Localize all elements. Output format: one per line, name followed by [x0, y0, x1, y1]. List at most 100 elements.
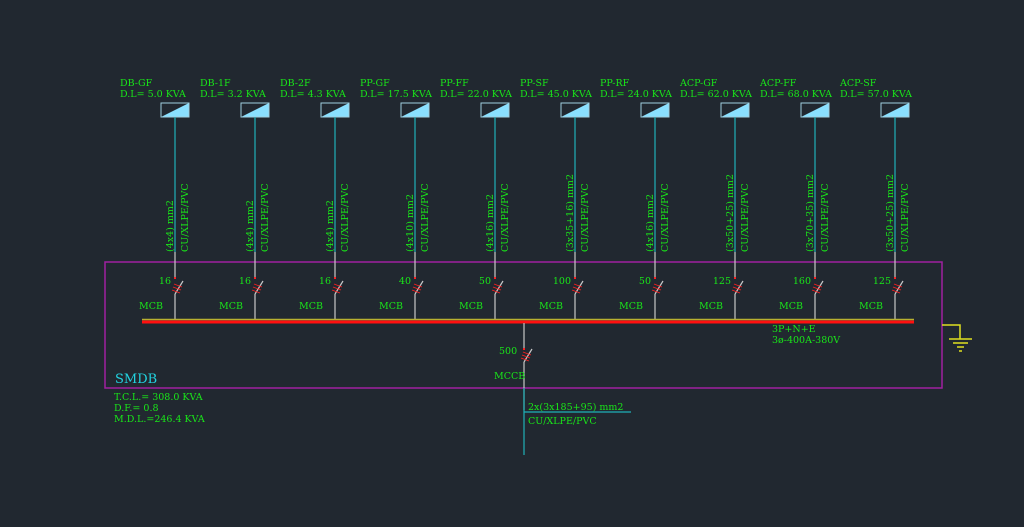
- breaker-type: MCB: [139, 301, 163, 312]
- cable-type: CU/XLPE/PVC: [260, 183, 271, 252]
- breaker-rating: 40: [399, 276, 411, 287]
- breaker-hash-icon: [171, 283, 183, 294]
- breaker-contact-icon: [894, 280, 904, 295]
- cable-size: (3x50+25) mm2: [885, 174, 896, 252]
- feeder-load: D.L= 5.0 KVA: [120, 89, 186, 100]
- feeder-load: D.L= 24.0 KVA: [600, 89, 672, 100]
- feeder-name: DB-GF: [120, 78, 153, 89]
- breaker-contact-icon: [814, 280, 824, 295]
- breaker-type: MCB: [299, 301, 323, 312]
- total-connected-load: T.C.L.= 308.0 KVA: [114, 392, 203, 403]
- distribution-board-icon: [160, 102, 190, 118]
- breaker-rating: 16: [239, 276, 251, 287]
- cable-size: (4x16) mm2: [645, 194, 656, 252]
- feeder-load: D.L= 4.3 KVA: [280, 89, 346, 100]
- breaker-terminal: [574, 277, 576, 279]
- cable-type: CU/XLPE/PVC: [900, 183, 911, 252]
- feeder-name: ACP-SF: [839, 78, 877, 89]
- distribution-board-icon: [320, 102, 350, 118]
- breaker-rating: 160: [793, 276, 811, 287]
- feeder-name: PP-FF: [440, 78, 469, 89]
- cable-size: (4x4) mm2: [245, 200, 256, 252]
- feeder-load: D.L= 17.5 KVA: [360, 89, 432, 100]
- feeder-name: PP-RF: [600, 78, 630, 89]
- breaker-terminal: [334, 277, 336, 279]
- ground-icon: [942, 324, 972, 352]
- feeder-load: D.L= 3.2 KVA: [200, 89, 266, 100]
- breaker-hash-icon: [651, 283, 663, 294]
- breaker-terminal: [654, 277, 656, 279]
- distribution-board-icon: [640, 102, 670, 118]
- cable-type: CU/XLPE/PVC: [340, 183, 351, 252]
- breaker-hash-icon: [520, 351, 532, 362]
- breaker-contact-icon: [734, 280, 744, 295]
- breaker-hash-icon: [811, 283, 823, 294]
- breaker-terminal: [174, 277, 176, 279]
- breaker-hash-icon: [571, 283, 583, 294]
- distribution-board-icon: [560, 102, 590, 118]
- breaker-terminal: [523, 348, 525, 350]
- distribution-board-icon: [800, 102, 830, 118]
- cable-size: (4x10) mm2: [405, 194, 416, 252]
- panel-name: SMDB: [115, 372, 157, 387]
- breaker-type: MCB: [619, 301, 643, 312]
- cable-type: CU/XLPE/PVC: [500, 183, 511, 252]
- max-demand-load: M.D.L.=246.4 KVA: [114, 414, 205, 425]
- main-breaker-rating: 500: [499, 346, 517, 357]
- breaker-type: MCB: [699, 301, 723, 312]
- feeder-load: D.L= 22.0 KVA: [440, 89, 512, 100]
- feeder-name: ACP-FF: [759, 78, 797, 89]
- feeder-load: D.L= 62.0 KVA: [680, 89, 752, 100]
- feeder-name: PP-SF: [520, 78, 549, 89]
- distribution-board-icon: [480, 102, 510, 118]
- breaker-hash-icon: [331, 283, 343, 294]
- breaker-contact-icon: [654, 280, 664, 295]
- breaker-type: MCB: [779, 301, 803, 312]
- breaker-terminal: [734, 277, 736, 279]
- main-breaker-type: MCCB: [494, 371, 525, 382]
- cable-type: CU/XLPE/PVC: [580, 183, 591, 252]
- cable-type: CU/XLPE/PVC: [180, 183, 191, 252]
- breaker-contact-icon: [523, 348, 533, 363]
- main-cable-size: 2x(3x185+95) mm2: [528, 402, 623, 413]
- main-incomer[interactable]: 500 MCCB 2x(3x185+95) mm2 CU/XLPE/PVC: [494, 323, 631, 455]
- breaker-type: MCB: [459, 301, 483, 312]
- cable-size: (3x35+16) mm2: [565, 174, 576, 252]
- breaker-terminal: [494, 277, 496, 279]
- distribution-board-icon: [400, 102, 430, 118]
- feeder-load: D.L= 68.0 KVA: [760, 89, 832, 100]
- breaker-hash-icon: [491, 283, 503, 294]
- breaker-contact-icon: [494, 280, 504, 295]
- breaker-rating: 50: [639, 276, 651, 287]
- cable-type: CU/XLPE/PVC: [740, 183, 751, 252]
- cable-type: CU/XLPE/PVC: [820, 183, 831, 252]
- demand-factor: D.F.= 0.8: [114, 403, 159, 414]
- breaker-type: MCB: [379, 301, 403, 312]
- breaker-rating: 100: [553, 276, 571, 287]
- breaker-rating: 16: [319, 276, 331, 287]
- cable-size: (4x4) mm2: [325, 200, 336, 252]
- breaker-contact-icon: [174, 280, 184, 295]
- feeder-load: D.L= 57.0 KVA: [840, 89, 912, 100]
- breaker-rating: 16: [159, 276, 171, 287]
- breaker-hash-icon: [891, 283, 903, 294]
- cable-size: (4x4) mm2: [165, 200, 176, 252]
- feeder-name: DB-2F: [280, 78, 311, 89]
- breaker-rating: 50: [479, 276, 491, 287]
- distribution-board-icon: [240, 102, 270, 118]
- busbar-spec-1: 3P+N+E: [772, 324, 816, 335]
- cable-size: (4x16) mm2: [485, 194, 496, 252]
- breaker-hash-icon: [251, 283, 263, 294]
- breaker-contact-icon: [254, 280, 264, 295]
